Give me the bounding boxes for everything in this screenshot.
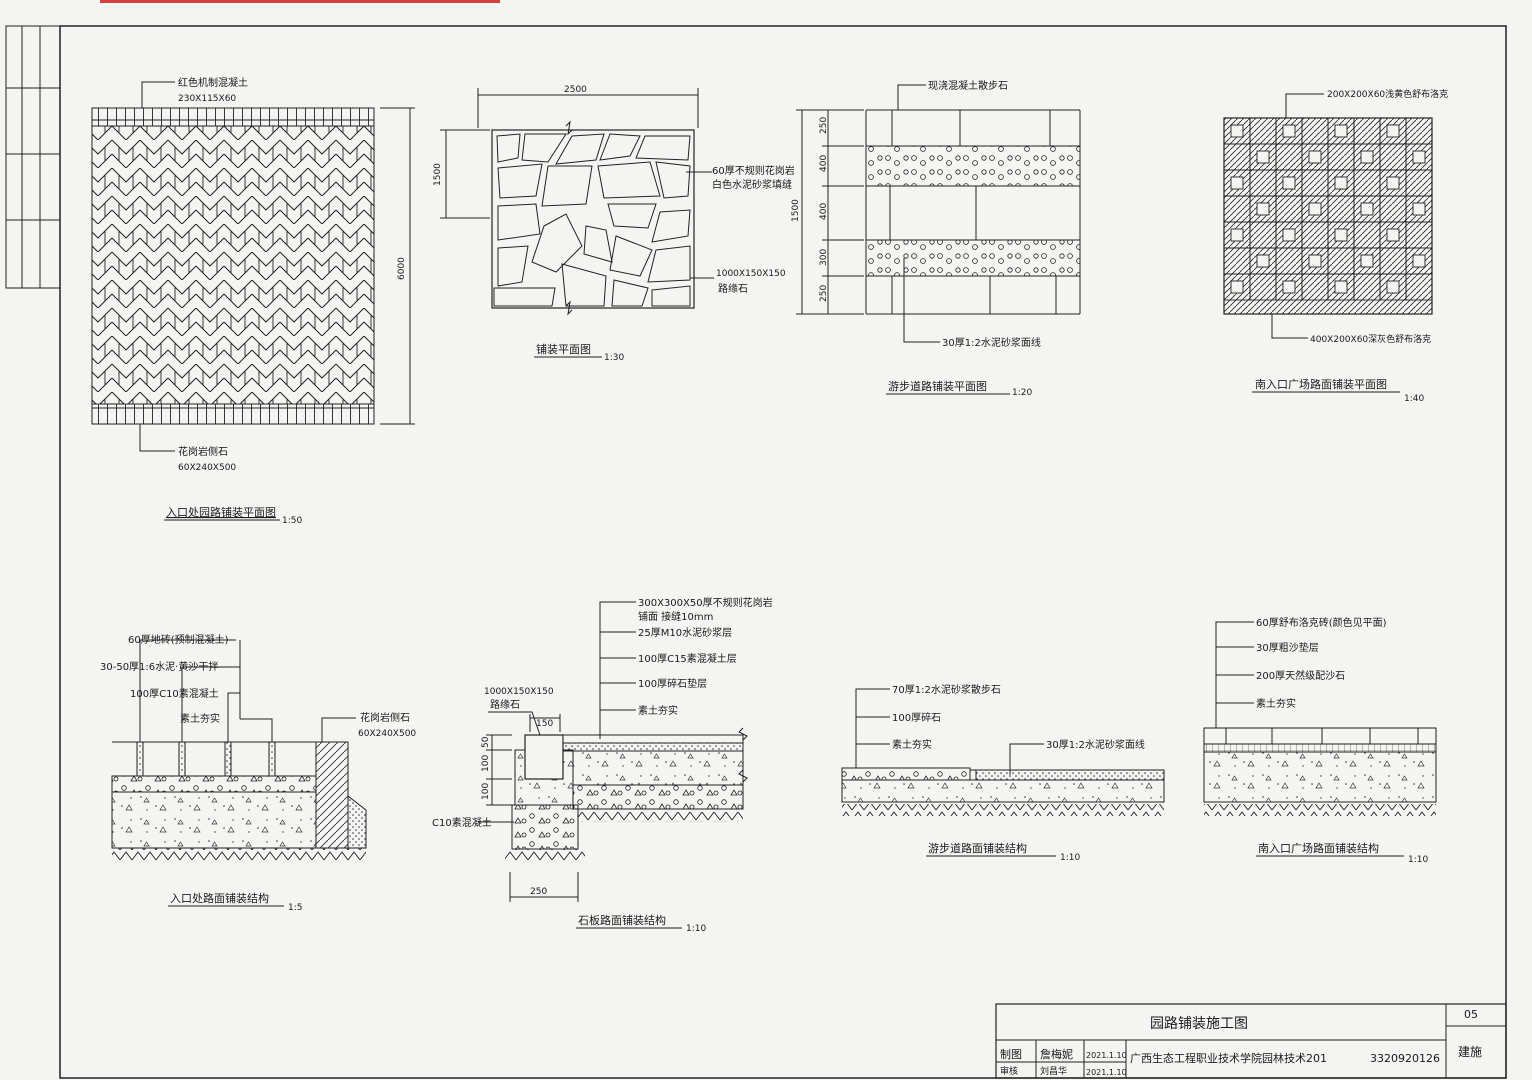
stone-layer-1: 铺面 接缝10mm [638, 610, 713, 623]
entrance-layer-1: 30-50厚1:6水泥·黄沙干拌 [100, 660, 218, 673]
reviewer-label: 审核 [1000, 1065, 1018, 1077]
stone-layer-3: 100厚C15素混凝土层 [638, 652, 737, 665]
stone-layer-5: 素土夯实 [638, 704, 678, 717]
path-section: 70厚1:2水泥砂浆散步石 100厚碎石 素土夯实 30厚1:2水泥砂浆面线 游… [841, 683, 1165, 863]
stone-curb-label: 路缘石 [490, 698, 520, 711]
path-dim-total: 1500 [791, 199, 801, 222]
path-section-scale: 1:10 [1060, 853, 1080, 863]
path-layer-1: 100厚碎石 [892, 711, 941, 724]
stone-section-scale: 1:10 [686, 924, 706, 934]
entrance-bottom-spec: 60X240X500 [178, 463, 236, 473]
stone-plan: 2500 1500 60厚不规则花岗岩 白色水泥砂浆填缝 1000X150X15… [433, 85, 795, 363]
path-dim-2: 400 [819, 203, 829, 220]
entrance-side-spec: 60X240X500 [358, 729, 416, 739]
entrance-layer-0: 60厚地砖(预制混凝土) [128, 633, 229, 646]
plaza-section: 60厚舒布洛克砖(颜色见平面) 30厚粗沙垫层 200厚天然级配沙石 素土夯实 … [1203, 616, 1437, 865]
stone-layer-2: 25厚M10水泥砂浆层 [638, 626, 732, 639]
plaza-layer-2: 200厚天然级配沙石 [1256, 669, 1345, 682]
stone-base-label: C10素混凝土 [432, 816, 492, 829]
stone-section: 300X300X50厚不规则花岗岩 铺面 接缝10mm 25厚M10水泥砂浆层 … [432, 596, 773, 934]
entrance-top-spec: 230X115X60 [178, 94, 236, 104]
binding-strip [5, 25, 61, 289]
plaza-bottom-label: 400X200X60深灰色舒布洛克 [1310, 333, 1431, 345]
entrance-side-label: 花岗岩侧石 [360, 711, 410, 724]
stone-curb-spec: 1000X150X150 [484, 687, 554, 697]
stone-plan-title: 铺装平面图 [536, 343, 591, 356]
stone-dim-v1: 100 [481, 755, 491, 772]
stone-section-title: 石板路面铺装结构 [578, 913, 666, 927]
plaza-layer-1: 30厚粗沙垫层 [1256, 641, 1319, 654]
plaza-layer-3: 素土夯实 [1256, 697, 1296, 710]
inner-frame [59, 25, 1507, 1079]
reviewer-name: 刘昌华 [1040, 1065, 1067, 1077]
plaza-plan-title: 南入口广场路面铺装平面图 [1255, 377, 1387, 391]
plaza-plan-scale: 1:40 [1404, 394, 1424, 404]
stone-dim-v2: 100 [481, 783, 491, 800]
stone-layer-0: 300X300X50厚不规则花岗岩 [638, 596, 773, 609]
path-plan: 1500 250 400 400 300 250 现浇混凝土散步石 30厚1:2… [791, 79, 1081, 398]
stone-dim-width: 2500 [564, 85, 587, 95]
stone-label2: 白色水泥砂浆填缝 [712, 178, 792, 191]
entrance-plan: 6000 红色机制混凝土 230X115X60 花岗岩侧石 60X240X500… [91, 76, 415, 526]
entrance-section: 60厚地砖(预制混凝土) 30-50厚1:6水泥·黄沙干拌 100厚C10素混凝… [100, 633, 416, 913]
plaza-plan: 200X200X60浅黄色舒布洛克 400X200X60深灰色舒布洛克 南入口广… [1223, 88, 1448, 404]
path-top-label: 现浇混凝土散步石 [928, 79, 1008, 92]
drawing-title: 园路铺装施工图 [1150, 1016, 1248, 1032]
entrance-top-label: 红色机制混凝土 [178, 76, 248, 89]
entrance-section-title: 入口处路面铺装结构 [170, 891, 269, 905]
drawing-stage: 建施 [1458, 1045, 1482, 1059]
plaza-layer-0: 60厚舒布洛克砖(颜色见平面) [1256, 616, 1387, 629]
path-dim-0: 250 [819, 117, 829, 134]
student-id: 3320920126 [1370, 1052, 1440, 1065]
entrance-layer-3: 素土夯实 [180, 712, 220, 725]
stone-dim-v0: 50 [481, 736, 491, 748]
school-name: 广西生态工程职业技术学院园林技术201 [1130, 1051, 1327, 1065]
entrance-dim-height: 6000 [397, 257, 407, 280]
stone-dim-height: 1500 [433, 163, 443, 186]
stone-dim-top: 150 [536, 719, 553, 729]
entrance-section-scale: 1:5 [288, 903, 302, 913]
path-dim-4: 250 [819, 285, 829, 302]
drawer-label: 制图 [1000, 1048, 1022, 1061]
entrance-plan-title: 入口处园路铺装平面图 [166, 506, 276, 519]
stone-edge-spec: 1000X150X150 [716, 269, 786, 279]
entrance-bottom-label: 花岗岩侧石 [178, 445, 228, 458]
red-binding-mark [100, 0, 500, 3]
stone-label1: 60厚不规则花岗岩 [712, 164, 795, 177]
path-section-title: 游步道路面铺装结构 [928, 841, 1027, 855]
path-bottom-label: 30厚1:2水泥砂浆面线 [942, 336, 1041, 349]
plaza-top-label: 200X200X60浅黄色舒布洛克 [1327, 88, 1448, 100]
path-plan-title: 游步道路铺装平面图 [888, 379, 987, 393]
stone-plan-scale: 1:30 [604, 353, 624, 363]
stone-layer-4: 100厚碎石垫层 [638, 677, 707, 690]
entrance-plan-scale: 1:50 [282, 516, 302, 526]
path-plan-scale: 1:20 [1012, 388, 1032, 398]
date-2: 2021.1.10 [1086, 1068, 1127, 1077]
stone-dim-base: 250 [530, 887, 547, 897]
path-layer-2: 素土夯实 [892, 738, 932, 751]
path-dim-3: 300 [819, 249, 829, 266]
path-right-label: 30厚1:2水泥砂浆面线 [1046, 738, 1145, 751]
path-layer-0: 70厚1:2水泥砂浆散步石 [892, 683, 1001, 696]
stone-edge-label: 路缘石 [718, 282, 748, 295]
title-block: 园路铺装施工图 05 建施 制图 詹梅妮 2021.1.10 审核 刘昌华 20… [995, 1003, 1507, 1079]
sheet-number: 05 [1464, 1008, 1478, 1021]
date-1: 2021.1.10 [1086, 1051, 1127, 1060]
drawer-name: 詹梅妮 [1040, 1047, 1073, 1061]
entrance-layer-2: 100厚C10素混凝土 [130, 687, 219, 700]
plaza-section-scale: 1:10 [1408, 855, 1428, 865]
plaza-section-title: 南入口广场路面铺装结构 [1258, 841, 1379, 855]
path-dim-1: 400 [819, 155, 829, 172]
